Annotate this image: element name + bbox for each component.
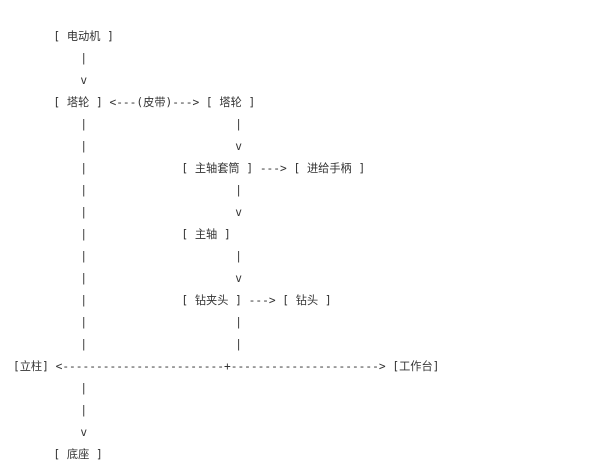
diagram-line: | v	[13, 272, 243, 285]
diagram-line: v	[13, 426, 88, 439]
diagram-line: |	[13, 52, 88, 65]
diagram-line: | |	[13, 316, 243, 329]
diagram-line: | [ 主轴 ]	[13, 228, 231, 241]
diagram-line: | [ 主轴套筒 ] ---> [ 进给手柄 ]	[13, 162, 366, 175]
diagram-line: | |	[13, 118, 243, 131]
diagram-line: | |	[13, 250, 243, 263]
diagram-line: | [ 钻夹头 ] ---> [ 钻头 ]	[13, 294, 332, 307]
diagram-line: | |	[13, 184, 243, 197]
diagram-line: | |	[13, 338, 243, 351]
diagram-line: [ 电动机 ]	[13, 30, 114, 43]
diagram-line: |	[13, 382, 88, 395]
diagram-line: | v	[13, 206, 243, 219]
diagram-line: | v	[13, 140, 243, 153]
diagram-line: [ 底座 ]	[13, 448, 103, 461]
diagram-line: |	[13, 404, 88, 417]
diagram-line: v	[13, 74, 88, 87]
diagram-line: [立柱] <------------------------+---------…	[13, 360, 440, 373]
diagram-line: [ 塔轮 ] <---(皮带)---> [ 塔轮 ]	[13, 96, 256, 109]
ascii-diagram: [ 电动机 ] | v [ 塔轮 ] <---(皮带)---> [ 塔轮 ] |…	[13, 26, 439, 466]
